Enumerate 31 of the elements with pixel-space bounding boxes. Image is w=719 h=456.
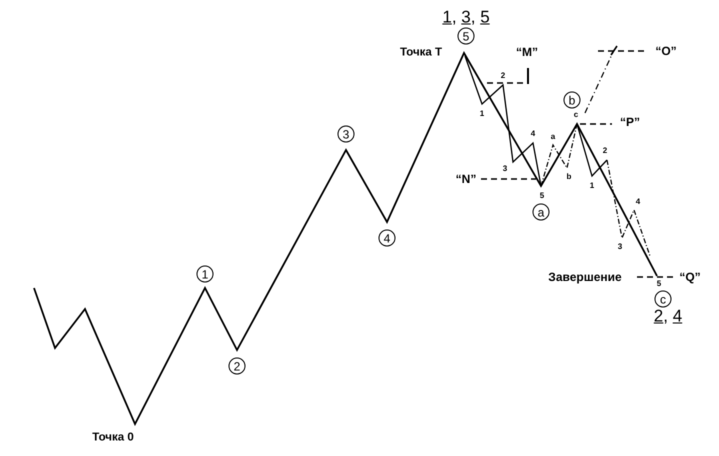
level-label: “M” bbox=[516, 46, 538, 58]
level-label: “P” bbox=[620, 116, 640, 128]
level-label: “N” bbox=[456, 173, 476, 185]
subwave-number: 3 bbox=[618, 243, 622, 251]
circled-number: 5 bbox=[458, 28, 474, 44]
circled-number: 4 bbox=[378, 230, 396, 246]
point-label: Точка Т bbox=[400, 47, 442, 59]
circled-letter: c bbox=[654, 290, 672, 308]
circled-number: 3 bbox=[338, 126, 354, 142]
circled-number: 1 bbox=[196, 266, 214, 282]
level-label: “Q” bbox=[679, 271, 701, 283]
subwave-number: 3 bbox=[502, 165, 508, 173]
subwave-number: 4 bbox=[636, 198, 640, 206]
end-label: Завершение bbox=[548, 271, 622, 283]
wave-numbers: 2, 4 bbox=[654, 308, 682, 324]
subwave-number: 2 bbox=[602, 147, 608, 155]
subwave-number: 5 bbox=[656, 280, 662, 288]
point-label: Точка 0 bbox=[92, 432, 134, 444]
subwave-number: 2 bbox=[500, 72, 506, 80]
circled-letter: a bbox=[532, 204, 550, 220]
circled-number: 2 bbox=[228, 358, 246, 374]
subwave-letter: a bbox=[550, 133, 556, 141]
subwave-letter: b bbox=[566, 173, 572, 181]
subwave-number: 1 bbox=[590, 182, 594, 190]
subwave-number: 1 bbox=[480, 110, 484, 118]
circled-letter: b bbox=[564, 92, 580, 108]
level-label: “O” bbox=[655, 45, 677, 57]
subwave-letter: c bbox=[574, 111, 578, 119]
wave-numbers: 1, 3, 5 bbox=[442, 8, 490, 26]
subwave-number: 4 bbox=[530, 130, 536, 138]
subwave-number: 5 bbox=[540, 192, 544, 200]
